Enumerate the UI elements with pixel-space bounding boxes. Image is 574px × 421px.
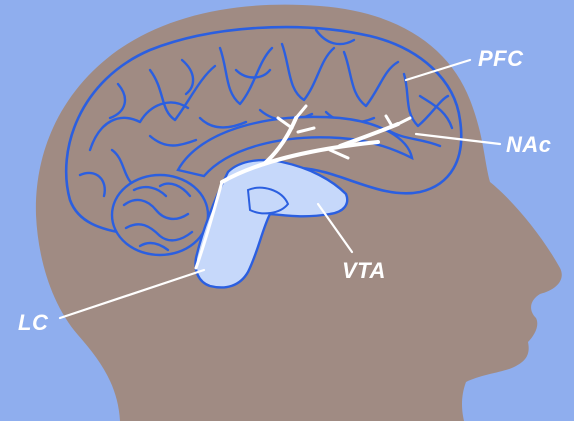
lc-label: LC [18,310,49,335]
pfc-label: PFC [478,46,524,71]
vta-label: VTA [342,258,386,283]
nac-label: NAc [506,132,552,157]
